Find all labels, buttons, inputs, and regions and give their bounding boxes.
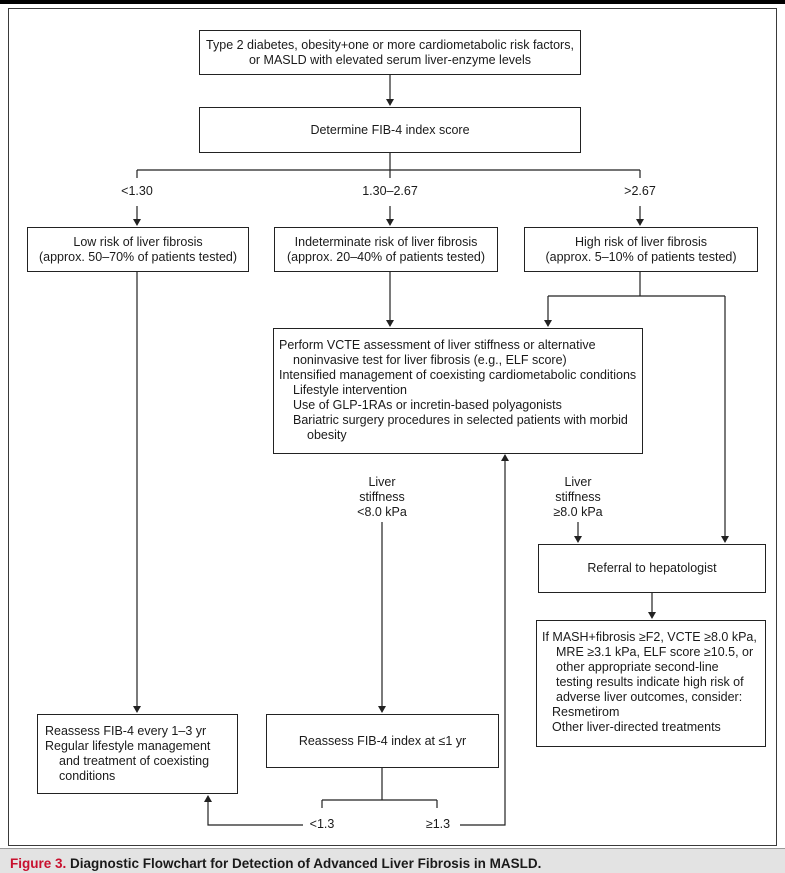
stiffness-low-l2: stiffness [359,490,405,504]
low-risk-box: Low risk of liver fibrosis (approx. 50–7… [27,227,249,272]
stiffness-high-label: Liver stiffness ≥8.0 kPa [538,475,618,520]
reassess-mid-label: Reassess FIB-4 index at ≤1 yr [298,733,467,748]
high-risk-box: High risk of liver fibrosis (approx. 5–1… [524,227,758,272]
reassess-low-line4: conditions [59,769,116,783]
high-risk-line1: High risk of liver fibrosis [575,234,707,249]
stiffness-high-l3: ≥8.0 kPa [553,505,603,519]
stiffness-high-l2: stiffness [555,490,601,504]
entry-criteria-box: Type 2 diabetes, obesity+one or more car… [199,30,581,75]
vcte-line2: noninvasive test for liver fibrosis (e.g… [293,353,567,367]
reassess-low-box: Reassess FIB-4 every 1–3 yr Regular life… [37,714,238,794]
reassess-low-line3: and treatment of coexisting [59,754,210,768]
mash-line3: other appropriate second-line [556,660,719,674]
figure-title: Diagnostic Flowchart for Detection of Ad… [66,856,542,871]
arrow-ge-to-vcte [460,454,509,826]
mash-line1: If MASH+fibrosis ≥F2, VCTE ≥8.0 kPa, [542,630,757,644]
vcte-line5: Use of GLP-1RAs or incretin-based polyag… [293,398,562,412]
bottom-threshold-lt: <1.3 [309,817,335,831]
stiffness-low-label: Liver stiffness <8.0 kPa [342,475,422,520]
figure-caption: Figure 3. Diagnostic Flowchart for Detec… [0,848,785,873]
mash-line7: Other liver-directed treatments [552,720,721,734]
indeterminate-risk-box: Indeterminate risk of liver fibrosis (ap… [274,227,498,272]
threshold-low: <1.30 [121,184,153,198]
vcte-line1: Perform VCTE assessment of liver stiffne… [279,338,596,352]
mash-line2: MRE ≥3.1 kPa, ELF score ≥10.5, or [556,645,754,659]
arrow-lt-to-low-reassess [204,795,303,826]
low-risk-line1: Low risk of liver fibrosis [73,234,203,249]
indeterminate-risk-line2: (approx. 20–40% of patients tested) [286,249,486,264]
reassess-low-line2: Regular lifestyle management [45,739,211,753]
mash-line5: adverse liver outcomes, consider: [556,690,743,704]
mash-treatment-box: If MASH+fibrosis ≥F2, VCTE ≥8.0 kPa, MRE… [536,620,766,747]
entry-criteria-line1: Type 2 diabetes, obesity+one or more car… [206,37,574,52]
fib4-box: Determine FIB-4 index score [199,107,581,153]
vcte-line7: obesity [307,428,347,442]
stiffness-high-l1: Liver [564,475,592,489]
fib4-label: Determine FIB-4 index score [310,122,470,137]
vcte-line3: Intensified management of coexisting car… [279,368,637,382]
vcte-box: Perform VCTE assessment of liver stiffne… [273,328,643,454]
figure-border [8,8,777,846]
entry-criteria-line2: or MASLD with elevated serum liver-enzym… [248,52,532,67]
top-rule [0,0,785,4]
mash-line6: Resmetirom [552,705,620,719]
high-risk-line2: (approx. 5–10% of patients tested) [545,249,737,264]
referral-label: Referral to hepatologist [587,561,717,575]
threshold-mid: 1.30–2.67 [362,184,418,198]
threshold-high: >2.67 [624,184,656,198]
stiffness-low-l1: Liver [368,475,396,489]
reassess-low-line1: Reassess FIB-4 every 1–3 yr [45,724,207,738]
stiffness-low-l3: <8.0 kPa [357,505,407,519]
figure-label: Figure 3. [10,856,67,871]
mash-line4: testing results indicate high risk of [556,675,744,689]
reassess-mid-box: Reassess FIB-4 index at ≤1 yr [266,714,499,768]
referral-box: Referral to hepatologist [538,544,766,593]
low-risk-line2: (approx. 50–70% of patients tested) [38,249,238,264]
vcte-line4: Lifestyle intervention [293,383,407,397]
bottom-threshold-ge: ≥1.3 [425,817,451,831]
indeterminate-risk-line1: Indeterminate risk of liver fibrosis [294,234,478,249]
vcte-line6: Bariatric surgery procedures in selected… [293,413,628,427]
